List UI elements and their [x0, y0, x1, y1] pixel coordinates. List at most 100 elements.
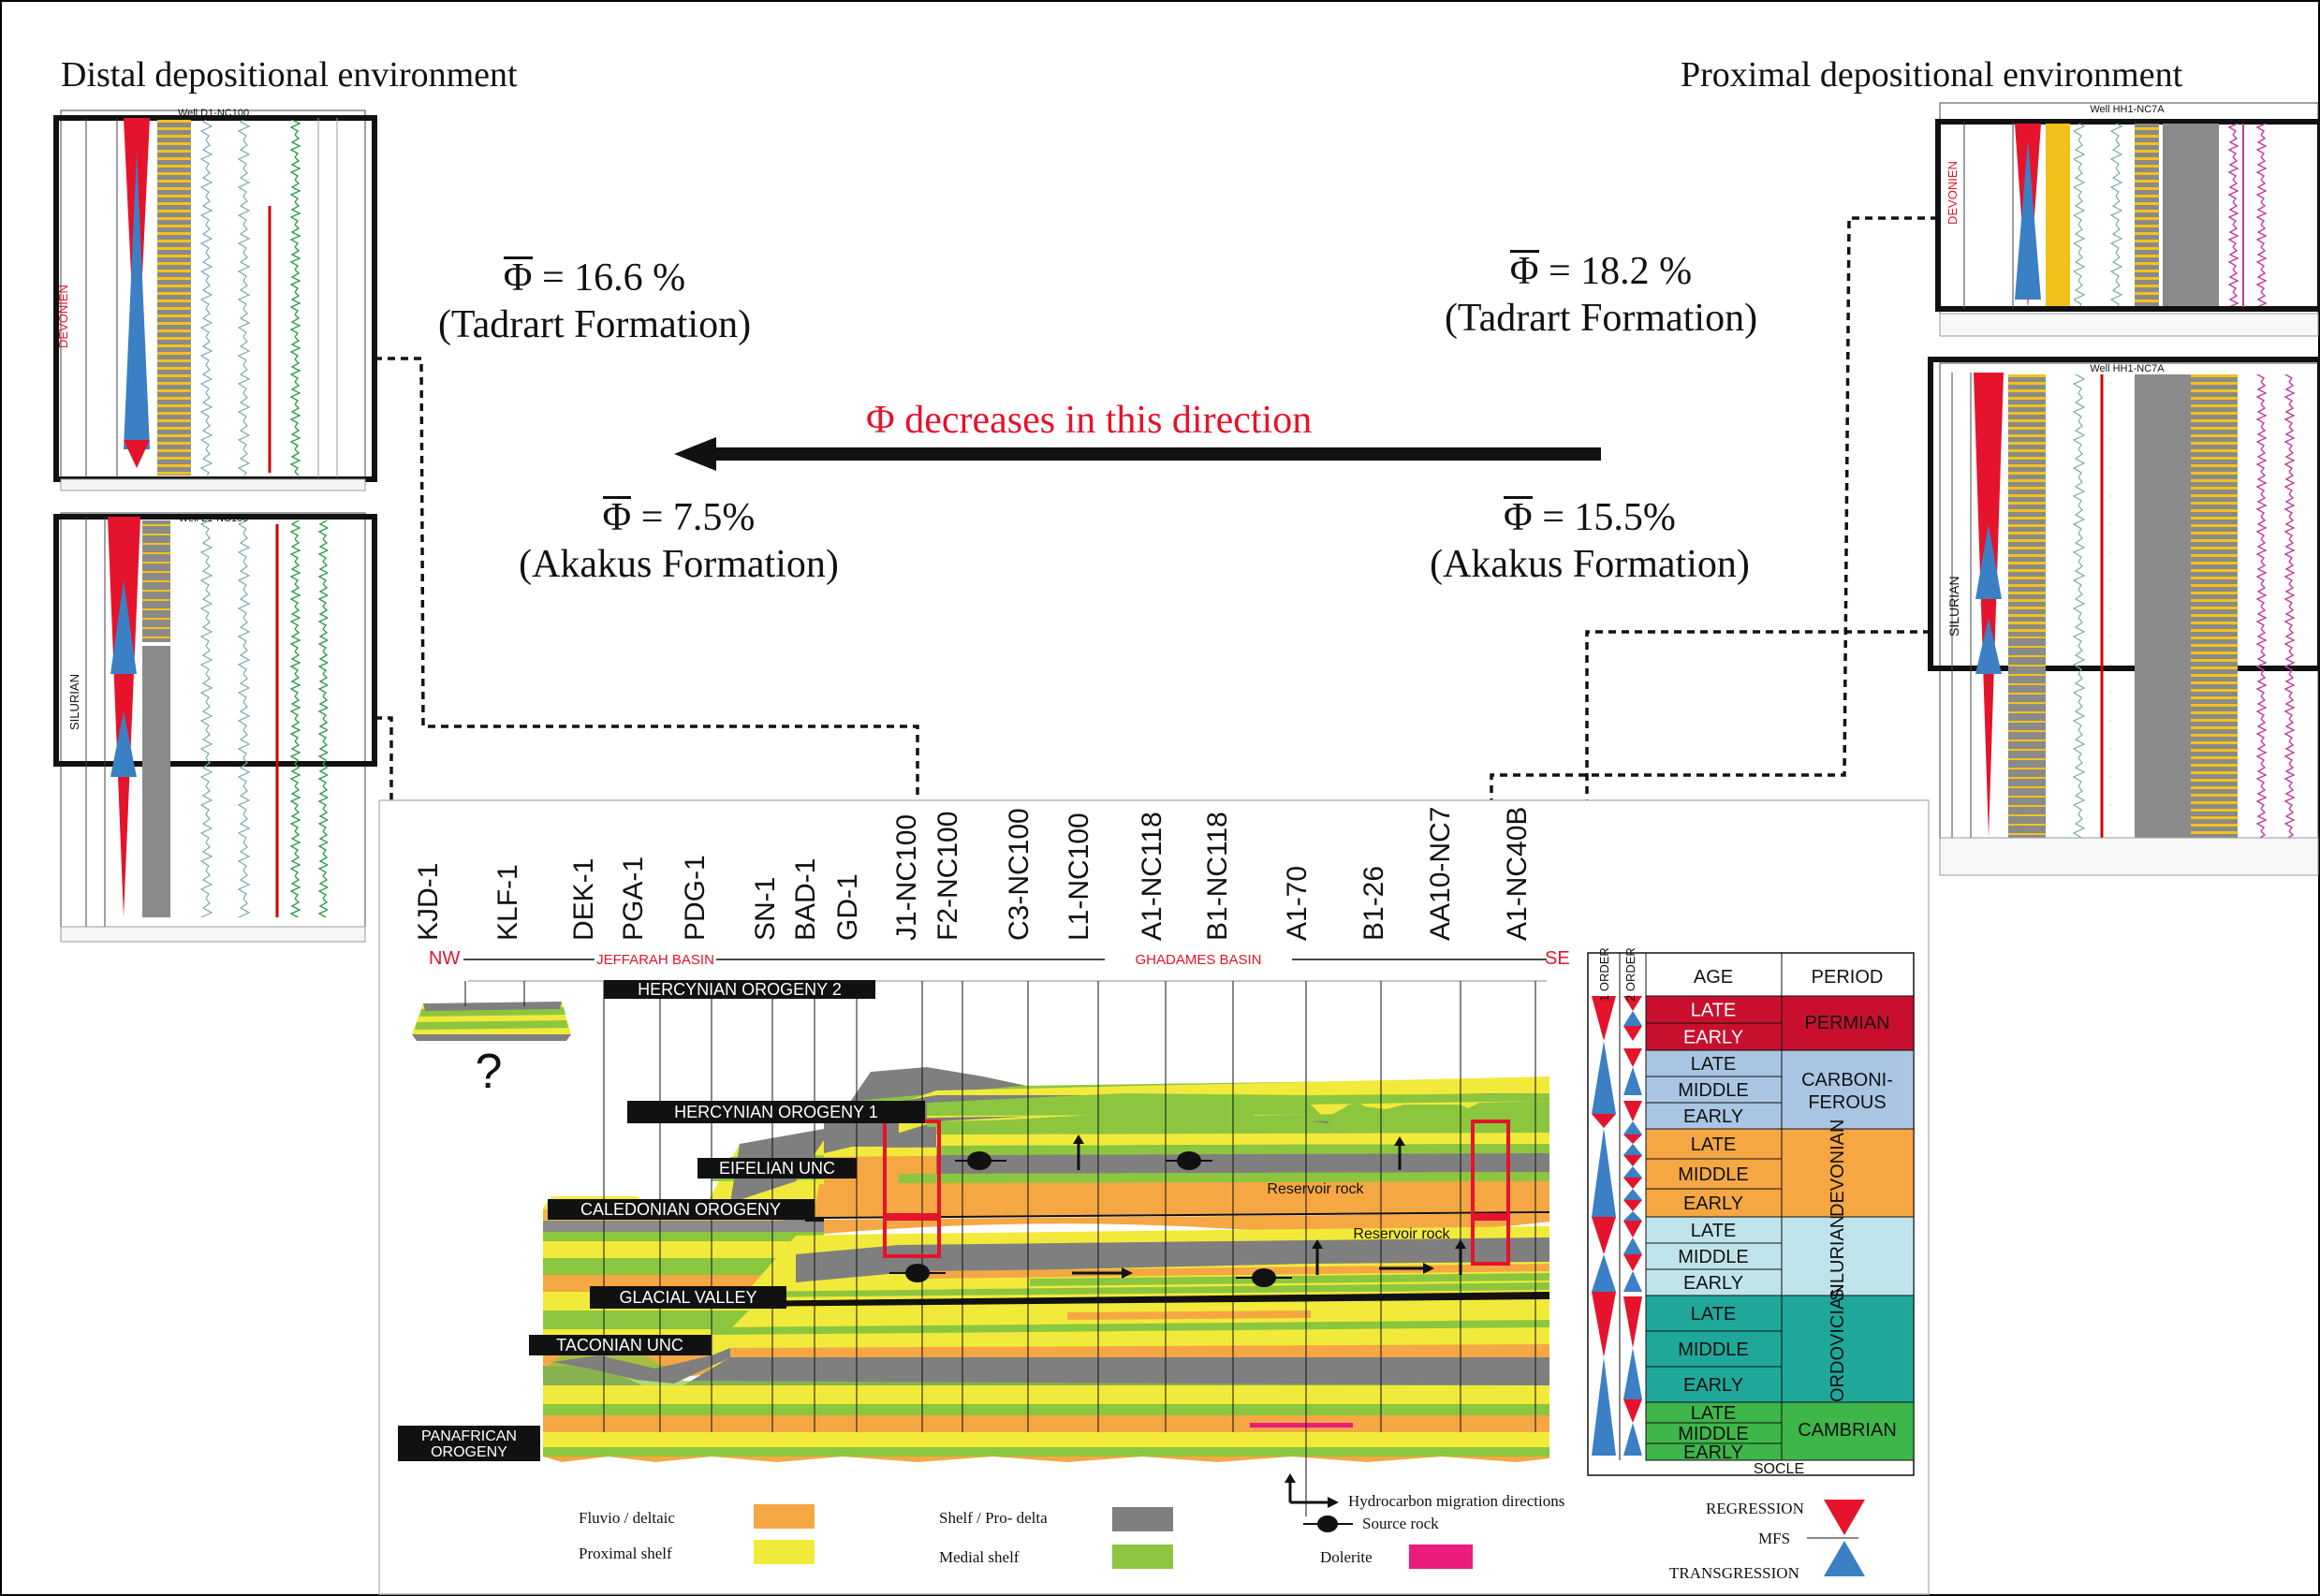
legend-shelf-prodelta: Shelf / Pro- delta [939, 1509, 1048, 1527]
section-well-label: PDG-1 [680, 855, 711, 941]
col-2order: 2 ORDER [1623, 947, 1637, 1002]
legend-proximal-shelf: Proximal shelf [579, 1545, 672, 1562]
event-caledonian: CALEDONIAN OROGENY [580, 1200, 781, 1219]
strat-age-cell [1645, 1242, 1783, 1270]
strat-age-cell [1645, 1268, 1783, 1296]
formation-name: (Akakus Formation) [1430, 543, 1750, 586]
left-bottom-well-title: Well L1-NC100 [179, 513, 248, 524]
distal-heading: Distal depositional environment [61, 55, 518, 95]
phi-akakus-left: Φ = 7.5% (Akakus Formation) [473, 494, 885, 588]
legend-swatch-medial [1112, 1545, 1173, 1569]
reservoir-label-2: Reservoir rock [1353, 1226, 1450, 1242]
section-well-label: F2-NC100 [932, 812, 963, 941]
section-well-label: KLF-1 [492, 864, 523, 941]
event-labels [398, 980, 925, 1461]
legend-swatch-proximal [754, 1540, 815, 1564]
nw-label: NW [429, 948, 460, 969]
phi-tadrart-right: Φ = 18.2 % (Tadrart Formation) [1395, 248, 1807, 342]
legend-dolerite: Dolerite [1320, 1548, 1373, 1566]
section-well-label: GD-1 [832, 873, 863, 941]
period-permian: PERMIAN [1804, 1013, 1889, 1033]
transgression-icon [1824, 1541, 1865, 1576]
strat-age-label: LATE [1691, 1001, 1737, 1021]
right-top-system: DEVONIEN [1946, 161, 1960, 225]
right-top-well-title: Well HH1-NC7A [2090, 104, 2165, 115]
period-carboni-2: FEROUS [1808, 1092, 1886, 1113]
phi-symbol: Φ [602, 496, 632, 539]
section-well-label: B1-NC118 [1202, 812, 1233, 941]
event-panafrican-1: PANAFRICAN [421, 1428, 517, 1444]
col-1order: 1 ORDER [1597, 947, 1611, 1002]
event-taconian: TACONIAN UNC [556, 1336, 683, 1354]
isolated-outlier [412, 1002, 571, 1041]
reservoir-label-1: Reservoir rock [1267, 1181, 1364, 1197]
strat-age-label: LATE [1691, 1304, 1737, 1325]
section-well-label: AA10-NC7 [1425, 807, 1456, 941]
event-glacial: GLACIAL VALLEY [619, 1288, 756, 1307]
section-well-label: B1-26 [1358, 866, 1389, 941]
left-bottom-system: SILURIAN [67, 674, 81, 730]
right-bottom-well-title: Well HH1-NC7A [2090, 363, 2165, 374]
left-top-well-title: Well D1-NC100 [178, 108, 249, 119]
jeffarah-label: JEFFARAH BASIN [596, 952, 714, 968]
strat-age-label: LATE [1691, 1135, 1737, 1155]
strat-age-label: EARLY [1683, 1193, 1743, 1214]
period-ordovician: ORDOVICIAN [1828, 1283, 1848, 1402]
proximal-heading: Proximal depositional environment [1681, 55, 2183, 95]
well-log-left-bottom [53, 512, 377, 943]
section-well-label: KJD-1 [413, 863, 444, 941]
phi-symbol: Φ [1504, 496, 1533, 539]
legend-medial-shelf: Medial shelf [939, 1548, 1020, 1566]
section-well-label: PGA-1 [618, 857, 649, 941]
strat-age-label: EARLY [1683, 1273, 1743, 1294]
strat-column: LATE EARLY LATE MIDDLE EARLY LATE MIDDLE EARLY L… [1587, 952, 1915, 1476]
strat-age-cell [1645, 1158, 1783, 1190]
phi-value: = 7.5% [640, 496, 756, 539]
legend-swatch-fluvio [754, 1504, 815, 1529]
section-well-label: C3-NC100 [1004, 808, 1035, 941]
strat-age-cell [1645, 1076, 1783, 1104]
phi-akakus-right: Φ = 15.5% (Akakus Formation) [1384, 494, 1796, 588]
section-well-label: DEK-1 [568, 858, 599, 941]
question-mark: ? [476, 1045, 503, 1099]
col-age: AGE [1694, 967, 1733, 988]
order-triangles [1592, 996, 1642, 1456]
right-bottom-system: SILURIAN [1946, 576, 1961, 637]
strat-age-label: MIDDLE [1678, 1080, 1749, 1101]
strat-age-label: EARLY [1683, 1028, 1743, 1048]
legend-regression: REGRESSION [1706, 1500, 1804, 1517]
legend-swatch-shelf [1112, 1507, 1173, 1531]
event-eifelian: EIFELIAN UNC [719, 1159, 835, 1178]
se-label: SE [1545, 948, 1570, 969]
period-silurian: SILURIAN [1828, 1215, 1848, 1301]
source-rock-icon [967, 1151, 991, 1170]
direction-arrow [674, 437, 1601, 471]
legend-swatch-dolerite [1409, 1545, 1473, 1569]
well-log-right-top [1935, 102, 2320, 337]
strat-age-label: LATE [1691, 1221, 1737, 1241]
formation-name: (Akakus Formation) [519, 543, 839, 586]
well-log-left-top [53, 110, 377, 491]
strat-age-label: EARLY [1683, 1375, 1743, 1396]
col-period: PERIOD [1812, 967, 1884, 988]
phi-symbol: Φ [1509, 250, 1539, 293]
period-carboni-1: CARBONI- [1801, 1070, 1893, 1091]
section-well-label: SN-1 [750, 877, 781, 941]
strat-age-cell [1645, 1295, 1783, 1332]
strat-age-label: MIDDLE [1678, 1340, 1749, 1360]
formation-name: (Tadrart Formation) [437, 303, 752, 346]
direction-label: Φ decreases in this direction [866, 399, 1313, 442]
left-top-system: DEVONIEN [56, 285, 70, 348]
legend-fluvio: Fluvio / deltaic [579, 1509, 675, 1527]
strat-age-label: LATE [1691, 1054, 1737, 1075]
phi-tadrart-left: Φ = 16.6 % (Tadrart Formation) [389, 255, 800, 348]
legend-mfs: MFS [1758, 1530, 1791, 1547]
source-rock-icon [1252, 1268, 1276, 1287]
period-devonian: DEVONIAN [1828, 1120, 1848, 1217]
strat-age-cell [1645, 1366, 1783, 1403]
phi-value: = 18.2 % [1549, 250, 1693, 293]
legend-migration: Hydrocarbon migration directions [1348, 1492, 1565, 1510]
